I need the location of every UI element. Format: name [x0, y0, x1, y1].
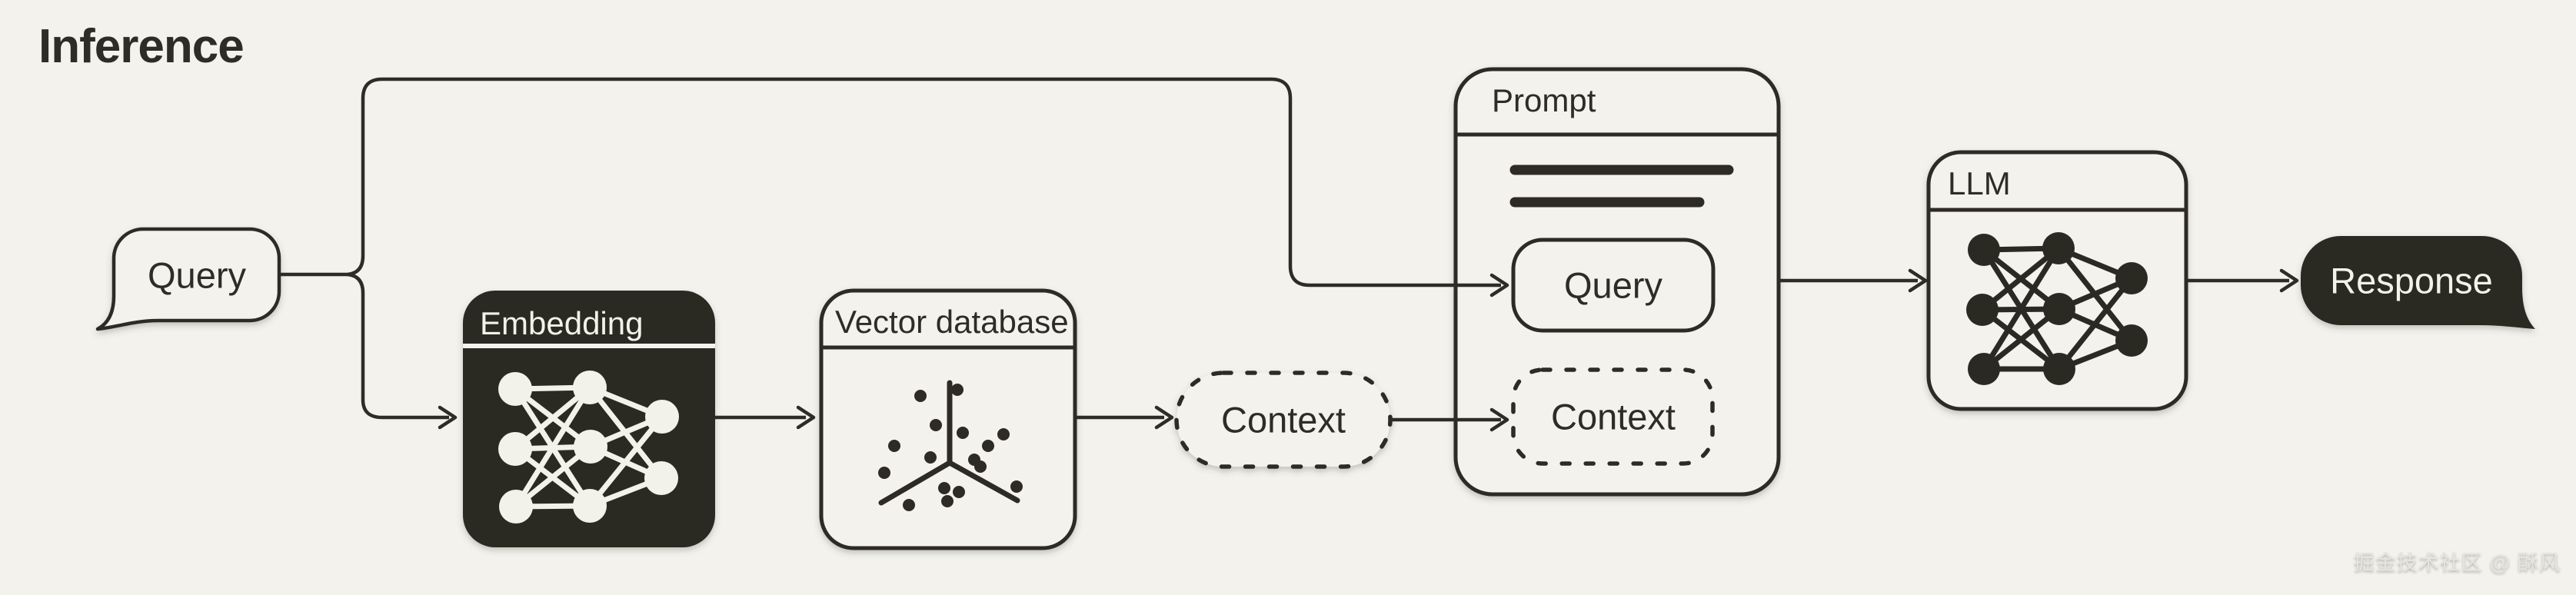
arrowhead — [1489, 273, 1509, 298]
response-bubble — [2301, 236, 2535, 329]
arrowhead — [2279, 268, 2299, 293]
embedding-label: Embedding — [480, 305, 644, 341]
arrowhead — [796, 405, 816, 430]
scatter-plot-3d-icon — [878, 380, 1023, 511]
prompt-query-slot — [1511, 238, 1716, 333]
prompt-label: Prompt — [1492, 82, 1596, 118]
prompt-text-lines-icon — [1509, 165, 1734, 208]
query-label: Query — [148, 254, 246, 296]
prompt-context-slot-label: Context — [1551, 396, 1676, 437]
vector-database-label: Vector database — [835, 304, 1069, 340]
prompt-query-slot-label: Query — [1564, 264, 1662, 306]
llm-label: LLM — [1948, 165, 2011, 201]
page-title: Inference — [38, 20, 245, 73]
arrowhead — [438, 405, 458, 430]
neural-network-icon — [498, 371, 679, 524]
neural-network-icon — [1966, 232, 2148, 385]
arrowhead — [1489, 407, 1509, 432]
response-label: Response — [2330, 260, 2493, 301]
arrowhead — [1154, 405, 1174, 430]
connectors — [279, 77, 2299, 432]
connector-query-to-embedding — [347, 272, 449, 420]
query-bubble — [95, 227, 281, 331]
arrowhead — [1908, 268, 1928, 293]
connector-query-to-prompt-query — [279, 77, 1501, 288]
context-label: Context — [1221, 399, 1346, 440]
watermark: 掘金技术社区 @ 酥风 — [2353, 551, 2561, 574]
prompt-context-slot — [1511, 367, 1715, 466]
